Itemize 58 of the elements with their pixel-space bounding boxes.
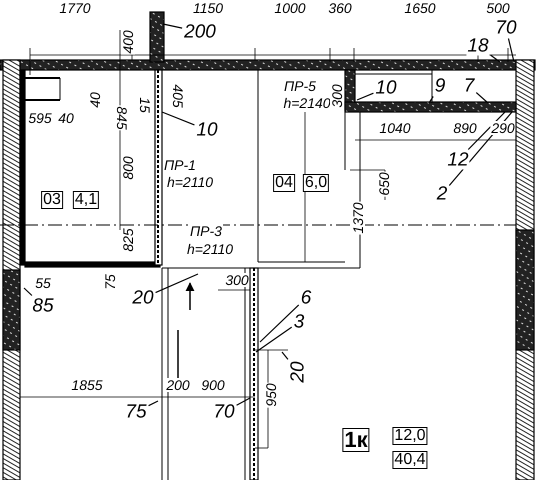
plan-label: 1040 (378, 121, 412, 135)
plan-label: 1650 (403, 1, 437, 15)
callout-number: 12 (446, 150, 470, 170)
table-cell: 6,0 (302, 174, 330, 192)
plan-label: h=2110 (166, 175, 214, 189)
dimension-label: 650 (377, 171, 391, 197)
plan-label: 890 (452, 121, 478, 135)
leader-line (476, 92, 488, 104)
table-cell: 1к (342, 428, 370, 452)
table-cell: 12,0 (392, 427, 428, 445)
dimension-label: 300 (330, 83, 344, 109)
plan-label: h=2140 (282, 96, 332, 110)
dimension-label: 845 (115, 105, 129, 131)
plan-label: 1855 (70, 378, 104, 392)
plan-label: 290 (490, 121, 516, 135)
plan-label: 55 (34, 276, 52, 290)
table-cell: 4,1 (72, 191, 100, 209)
plan-label: h=2110 (186, 242, 234, 256)
plan-label: 595 (27, 111, 53, 125)
dimension-label: 15 (138, 96, 152, 114)
dimension-label: 825 (121, 227, 135, 253)
dimension-label: 40 (88, 91, 102, 109)
plan-label: 200 (165, 378, 191, 392)
leader-line (468, 112, 506, 150)
leader-line (356, 92, 374, 101)
table-cell: 40,4 (392, 451, 428, 469)
leader-line (155, 273, 198, 294)
plan-label: 1000 (273, 1, 307, 15)
plan-label: 300 (224, 273, 250, 287)
leader-line (260, 304, 300, 342)
table-cell: 04 (273, 174, 295, 192)
plan-label: ПР-3 (189, 224, 223, 238)
leader-line (508, 38, 515, 62)
plan-label: 500 (485, 1, 511, 15)
leader-line (24, 288, 32, 296)
dimension-label: 405 (171, 83, 185, 109)
leader-line (162, 23, 182, 29)
plan-label: ПР-5 (283, 79, 317, 93)
leader-line (148, 400, 158, 406)
leader-line (282, 352, 288, 360)
plan-label: 900 (200, 378, 226, 392)
dimension-label: 75 (103, 273, 117, 291)
leader-line (428, 96, 434, 104)
table-cell: 03 (41, 191, 63, 209)
leader-line (256, 326, 292, 352)
plan-label: 1770 (58, 1, 92, 15)
dimension-label: 950 (264, 382, 278, 408)
callout-number: 18 (466, 36, 490, 56)
leader-line (236, 397, 250, 406)
leader-line (490, 54, 500, 62)
dimension-label: 1370 (351, 201, 365, 235)
plan-label: 40 (57, 111, 75, 125)
plan-label: 1150 (192, 1, 224, 15)
plan-label: ПР-1 (163, 158, 197, 172)
leader-line (162, 111, 195, 126)
plan-label: 360 (327, 1, 353, 15)
dimension-label: 800 (121, 155, 135, 181)
dimension-label: 400 (121, 29, 135, 55)
